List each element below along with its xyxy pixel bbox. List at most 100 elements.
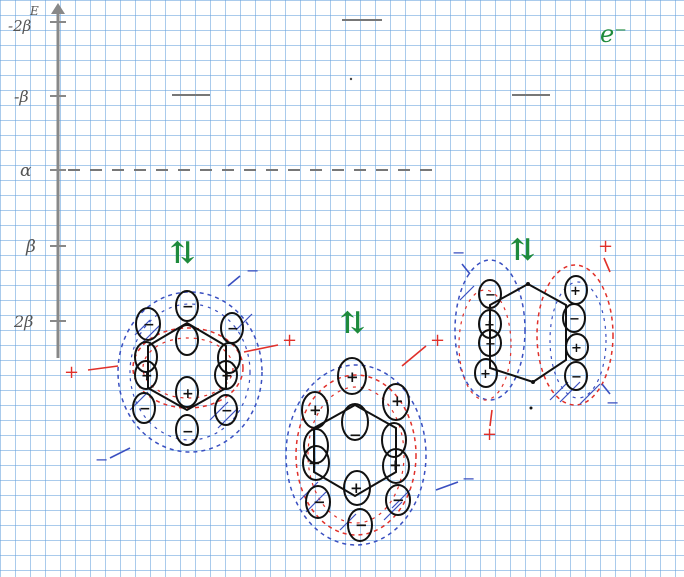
energy-axis: E -2β -β α β 2β	[8, 3, 66, 358]
tick-label: -β	[14, 87, 29, 106]
negative-arrow	[461, 263, 471, 275]
phase-plus: +	[141, 368, 153, 384]
negative-phase-cloud	[129, 303, 251, 441]
tick-label: β	[25, 237, 36, 257]
negative-arrow	[227, 275, 241, 287]
p-orbital	[382, 448, 411, 516]
phase-minus: −	[227, 321, 239, 337]
electron-label: e⁻	[600, 20, 627, 48]
phase-minus: −	[392, 491, 405, 509]
negative-annotation: −	[95, 450, 108, 469]
phase-minus: −	[355, 516, 368, 534]
p-orbital	[564, 333, 589, 391]
positive-phase-cloud	[142, 337, 234, 399]
negative-annotation: −	[462, 469, 475, 488]
negative-arrow	[109, 447, 131, 459]
p-orbital	[175, 290, 199, 356]
phase-plus: +	[221, 368, 233, 384]
phase-plus: +	[571, 341, 582, 356]
phase-minus: −	[139, 401, 151, 417]
p-orbital	[301, 391, 329, 464]
p-orbital	[343, 470, 373, 542]
positive-phase-cloud	[295, 374, 417, 536]
benzene-ring	[147, 321, 227, 412]
positive-phase-cloud	[536, 264, 614, 406]
phase-plus: +	[480, 367, 491, 382]
phase-minus: −	[569, 312, 580, 327]
phase-plus: +	[182, 386, 194, 402]
positive-arrow	[489, 409, 493, 427]
negative-phase-cloud	[285, 364, 427, 546]
positive-annotation: +	[598, 236, 613, 257]
tick-label: α	[20, 161, 32, 181]
positive-annotation: +	[430, 330, 445, 351]
negative-annotation: −	[246, 261, 259, 280]
spin-pairs: ⇅ ⇅ ⇅	[170, 233, 535, 341]
phase-minus: −	[182, 299, 194, 315]
negative-arrow	[435, 481, 459, 491]
positive-phase-cloud	[458, 289, 512, 401]
phase-plus: +	[389, 456, 402, 474]
shading-hatch	[459, 285, 601, 405]
phase-plus: +	[484, 318, 495, 333]
phase-plus: +	[391, 392, 404, 410]
p-orbital	[562, 275, 588, 333]
p-orbital	[381, 383, 410, 458]
phase-minus: −	[143, 317, 155, 333]
negative-phase-cloud	[117, 291, 263, 453]
phase-plus: +	[350, 479, 363, 497]
phase-signs: − + − + + − + −	[480, 284, 582, 385]
p-orbital	[302, 445, 331, 519]
spin-pair-right: ⇅	[510, 233, 535, 268]
energy-axis-arrowhead	[51, 3, 65, 14]
phase-minus: −	[485, 288, 496, 303]
molecule-right: − + − + + − + − + + − −	[452, 236, 619, 445]
spin-pair-middle: ⇅	[340, 306, 365, 341]
molecule-left: − − − + + + − − − + + − −	[64, 261, 297, 469]
p-orbital	[132, 360, 158, 424]
phase-signs: − − − + + + − − −	[139, 299, 239, 440]
negative-annotation: −	[606, 393, 619, 412]
carbon-atom	[531, 380, 535, 384]
phase-plus: +	[309, 401, 322, 419]
phase-minus: −	[221, 403, 233, 419]
p-orbital	[478, 279, 502, 339]
positive-arrow	[243, 344, 279, 353]
stray-dot	[529, 406, 533, 410]
negative-arrow	[601, 383, 611, 395]
negative-annotation: −	[452, 243, 465, 262]
positive-phase-cloud	[307, 386, 405, 524]
phase-plus: +	[346, 368, 359, 386]
carbon-atom	[526, 282, 530, 286]
positive-annotation: +	[64, 362, 79, 383]
negative-phase-cloud	[454, 259, 526, 401]
stray-dot	[349, 77, 353, 81]
spin-pair-left: ⇅	[170, 236, 195, 271]
p-orbital	[217, 312, 244, 374]
p-orbital	[175, 376, 199, 446]
tick-label: 2β	[13, 312, 33, 331]
positive-phase-cloud	[132, 327, 244, 409]
energy-levels	[68, 19, 550, 171]
tick-label: -2β	[8, 17, 32, 35]
positive-annotation: +	[482, 424, 497, 445]
positive-annotation: +	[282, 330, 297, 351]
p-orbital	[134, 307, 161, 373]
phase-plus: +	[308, 454, 321, 472]
p-orbital	[337, 357, 369, 441]
phase-minus: −	[485, 337, 496, 352]
positive-arrow	[603, 257, 611, 273]
p-orbital	[214, 360, 238, 426]
phase-signs: + + + − + + + − − −	[308, 368, 405, 534]
energy-axis-label: E	[29, 4, 39, 18]
negative-phase-cloud	[549, 281, 607, 399]
phase-minus: −	[349, 426, 362, 444]
positive-arrow	[401, 345, 427, 367]
positive-arrow	[87, 365, 119, 371]
phase-minus: −	[313, 493, 326, 511]
phase-plus: +	[570, 284, 581, 299]
p-orbital	[474, 329, 502, 388]
molecule-middle: + + + − + + + − − − + −	[285, 330, 475, 546]
phase-minus: −	[182, 424, 194, 440]
